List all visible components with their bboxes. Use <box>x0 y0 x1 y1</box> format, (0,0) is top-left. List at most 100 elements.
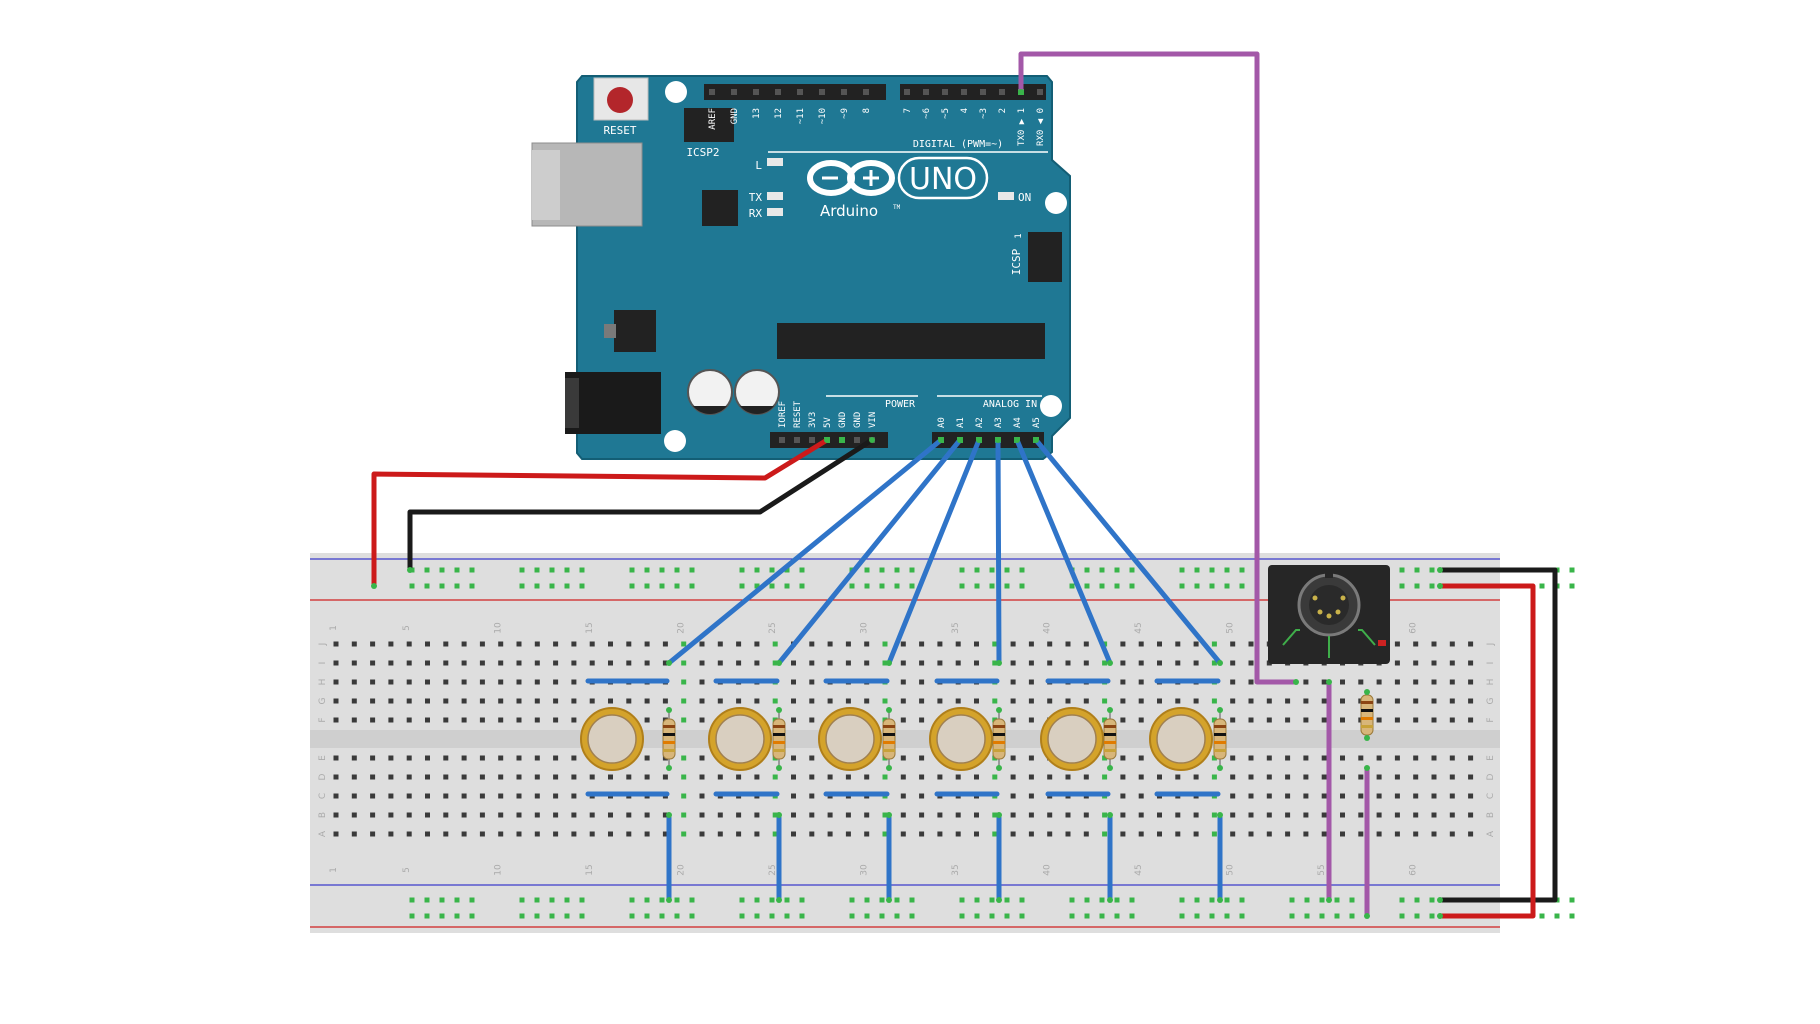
breadboard-hole <box>791 717 796 723</box>
breadboard-hole <box>498 679 504 685</box>
breadboard-hole <box>388 755 394 761</box>
breadboard-hole <box>608 831 613 837</box>
rail-hole <box>1399 567 1405 573</box>
rail-hole <box>879 583 885 589</box>
breadboard-hole <box>534 793 540 799</box>
breadboard-hole <box>1413 793 1419 799</box>
breadboard-hole <box>1468 831 1474 837</box>
rail-hole <box>989 897 995 903</box>
breadboard-hole <box>1248 641 1254 647</box>
breadboard-hole <box>699 793 705 799</box>
brand-label: Arduino <box>820 202 878 220</box>
breadboard-hole <box>479 660 485 666</box>
breadboard-hole <box>388 698 394 704</box>
rail-hole <box>754 897 760 903</box>
rail-hole <box>1224 913 1230 919</box>
digital-pin-label: TX0 ▶ 1 <box>1017 108 1027 146</box>
breadboard-holes <box>333 567 1575 919</box>
breadboard-hole <box>699 679 705 685</box>
breadboard-hole <box>333 755 339 761</box>
rail-hole <box>659 897 665 903</box>
wire-midi-5v <box>1364 765 1370 919</box>
rail-hole <box>1084 567 1090 573</box>
rail-hole <box>1569 567 1575 573</box>
breadboard-hole <box>406 774 412 780</box>
breadboard-hole <box>1193 698 1199 704</box>
breadboard-hole <box>370 660 376 666</box>
breadboard-hole <box>791 679 796 685</box>
breadboard-hole <box>1394 641 1400 647</box>
breadboard-hole <box>443 774 449 780</box>
breadboard-hole <box>955 774 961 780</box>
breadboard-hole <box>1120 698 1126 704</box>
rail-hole <box>959 913 965 919</box>
breadboard-hole <box>882 641 888 647</box>
reset-label: RESET <box>603 124 636 137</box>
arduino-uno-board: RESET ICSP2 L TX RX ON UNO Arduino TM <box>531 75 1071 460</box>
breadboard-hole <box>809 717 815 723</box>
rail-hole <box>439 897 445 903</box>
rail-hole <box>1399 583 1405 589</box>
breadboard-hole <box>1431 698 1437 704</box>
header-pin <box>999 89 1005 95</box>
breadboard-hole <box>864 698 870 704</box>
breadboard-hole <box>791 774 796 780</box>
breadboard-hole <box>1413 679 1419 685</box>
breadboard-hole <box>333 812 339 818</box>
icsp-label: ICSP <box>1010 248 1023 275</box>
breadboard-hole <box>1010 812 1016 818</box>
breadboard-hole <box>333 641 339 647</box>
breadboard-hole <box>699 831 705 837</box>
breadboard-hole <box>1358 679 1364 685</box>
breadboard-hole <box>498 812 504 818</box>
breadboard-hole <box>1266 812 1272 818</box>
digital-pin-label: RX0 ◀ 0 <box>1036 108 1046 146</box>
breadboard-hole <box>534 660 540 666</box>
breadboard-hole <box>498 641 504 647</box>
rail-hole <box>1399 913 1405 919</box>
breadboard-hole <box>699 812 705 818</box>
breadboard-hole <box>699 755 705 761</box>
breadboard-hole <box>1376 717 1382 723</box>
breadboard-hole <box>1376 755 1382 761</box>
power-pin-label: VIN <box>868 412 878 428</box>
wire-analog-a4 <box>1014 437 1113 666</box>
rail-hole <box>674 567 680 573</box>
rail-hole <box>1069 897 1075 903</box>
rail-hole <box>469 913 475 919</box>
rail-hole <box>689 897 695 903</box>
breadboard-hole <box>681 793 687 799</box>
rail-hole <box>454 913 460 919</box>
breadboard-hole <box>681 774 687 780</box>
breadboard-hole <box>443 717 449 723</box>
breadboard-hole <box>809 831 815 837</box>
column-number: 35 <box>951 864 961 875</box>
breadboard-hole <box>1230 717 1236 723</box>
rail-hole <box>1239 567 1245 573</box>
breadboard-hole <box>626 641 632 647</box>
led-rx <box>767 208 783 216</box>
breadboard-hole <box>1230 679 1236 685</box>
breadboard-hole <box>681 679 687 685</box>
breadboard-hole <box>370 679 376 685</box>
rail-hole <box>849 583 855 589</box>
breadboard-hole <box>736 812 742 818</box>
rail-hole <box>629 913 635 919</box>
row-letter: G <box>318 697 328 704</box>
breadboard-hole <box>571 812 577 818</box>
breadboard-hole <box>754 831 760 837</box>
rail-hole <box>974 897 980 903</box>
digital-pin-label: ~3 <box>979 108 989 119</box>
rail-hole <box>864 897 870 903</box>
column-number: 10 <box>494 622 504 634</box>
power-pin-label: 3V3 <box>808 412 818 428</box>
breadboard-hole <box>608 698 613 704</box>
rail-hole <box>769 583 775 589</box>
breadboard-hole <box>992 641 998 647</box>
breadboard-hole <box>1303 831 1309 837</box>
breadboard-hole <box>1248 755 1254 761</box>
breadboard-hole <box>845 698 851 704</box>
breadboard-hole <box>1340 831 1345 837</box>
rail-hole <box>879 913 885 919</box>
breadboard-hole <box>626 812 632 818</box>
